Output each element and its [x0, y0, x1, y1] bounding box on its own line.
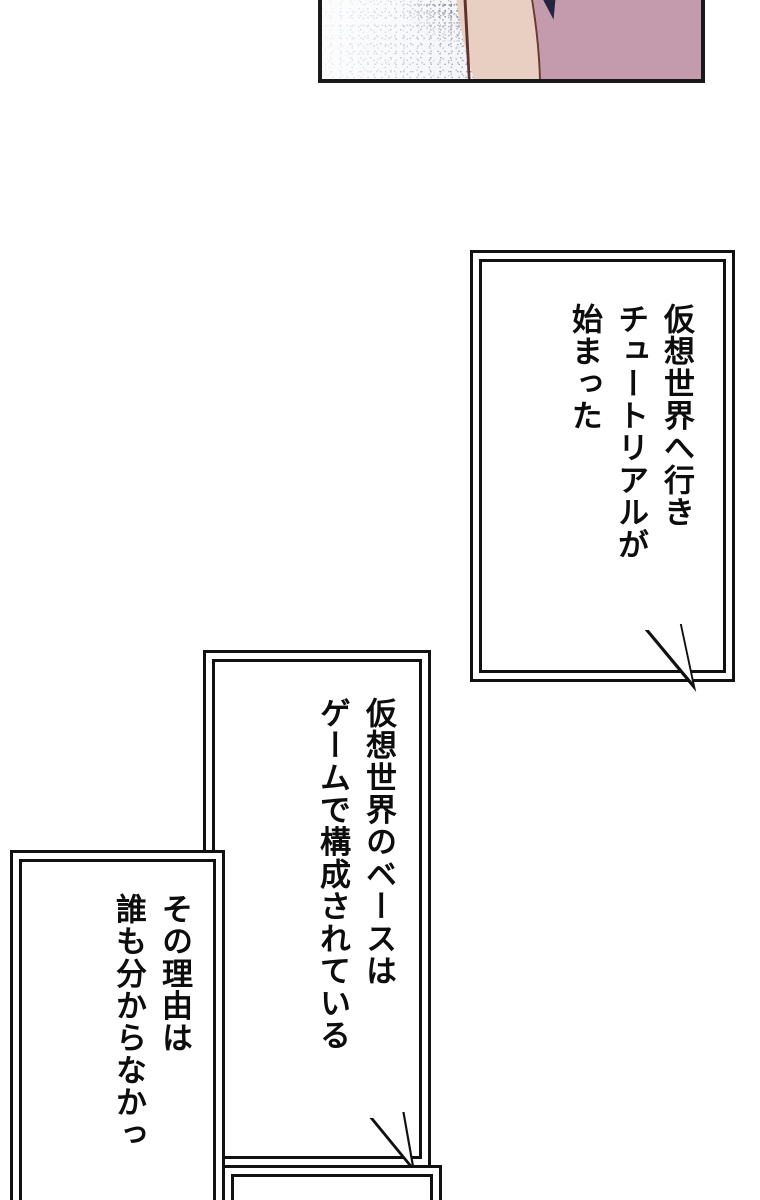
bubble-text-column-1: 仮想世界のベースは	[361, 697, 396, 988]
panel-artwork	[322, 0, 701, 79]
bubble-text-column-2: チュートリアルが	[613, 303, 648, 561]
bubble-text-column-2: 誰も分からなかっ	[111, 893, 146, 1151]
bubble-text-column-2: ゲームで構成されている	[315, 697, 350, 1052]
bubble-1-tail-joint	[612, 608, 652, 630]
bubble-text-column-1: 仮想世界へ行き	[659, 303, 694, 529]
speech-bubble-next-partial	[222, 1165, 442, 1200]
speech-bubble-tutorial-started: 仮想世界へ行き チュートリアルが 始まった	[470, 250, 735, 682]
bubble-inner-border	[231, 1174, 433, 1200]
bubble-2-tail-joint	[336, 1098, 374, 1118]
bubble-text-column-3: 始まった	[567, 303, 602, 432]
close-up-face-panel	[318, 0, 705, 83]
speech-bubble-base-is-games: 仮想世界のベースは ゲームで構成されている	[203, 650, 431, 1168]
speech-bubble-nobody-knew-reason: その理由は 誰も分からなかっ	[10, 850, 225, 1200]
bubble-text-column-1: その理由は	[157, 893, 192, 1055]
